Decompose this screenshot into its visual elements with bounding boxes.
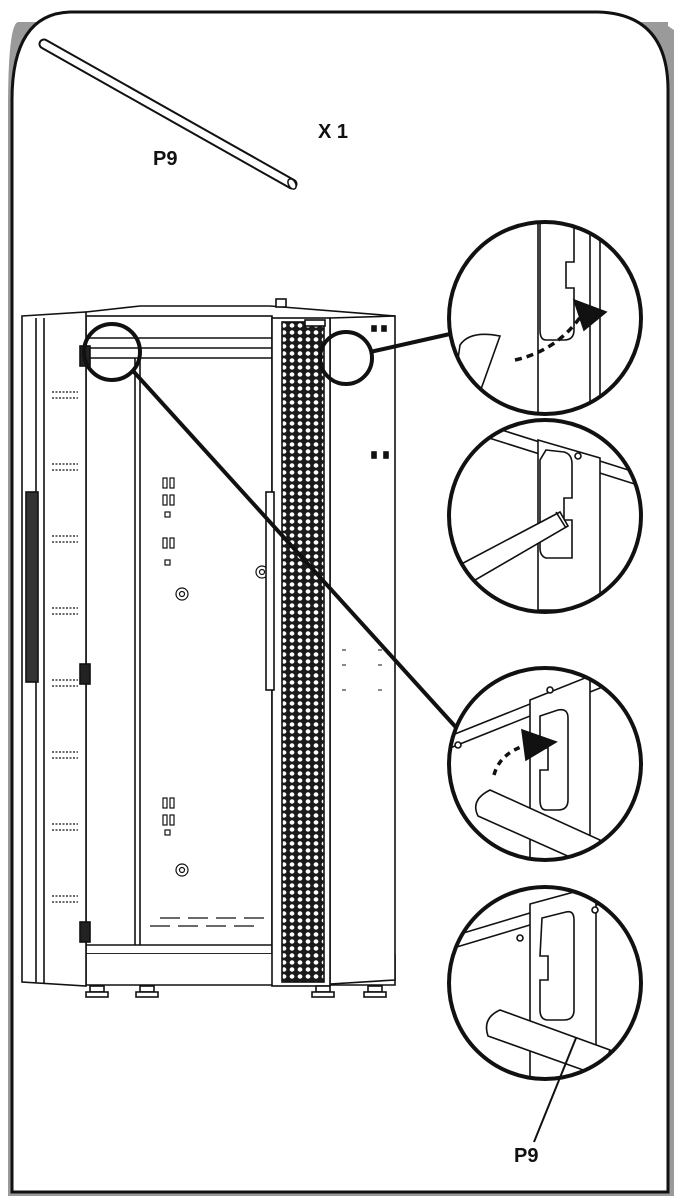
detail-view-1 [447,220,643,416]
part-label-top: P9 [153,148,177,170]
detail-marker-right [318,330,374,386]
detail-view-4 [447,885,643,1081]
rod-part-p9 [38,38,298,190]
quantity-label: X 1 [318,121,348,143]
callout-connectors [132,332,464,736]
detail-view-3 [447,666,643,862]
cabinet [21,298,396,998]
callout-leader [533,1037,577,1143]
part-label-callout: P9 [514,1145,538,1167]
detail-marker-left [82,322,142,382]
detail-view-2 [447,418,643,614]
